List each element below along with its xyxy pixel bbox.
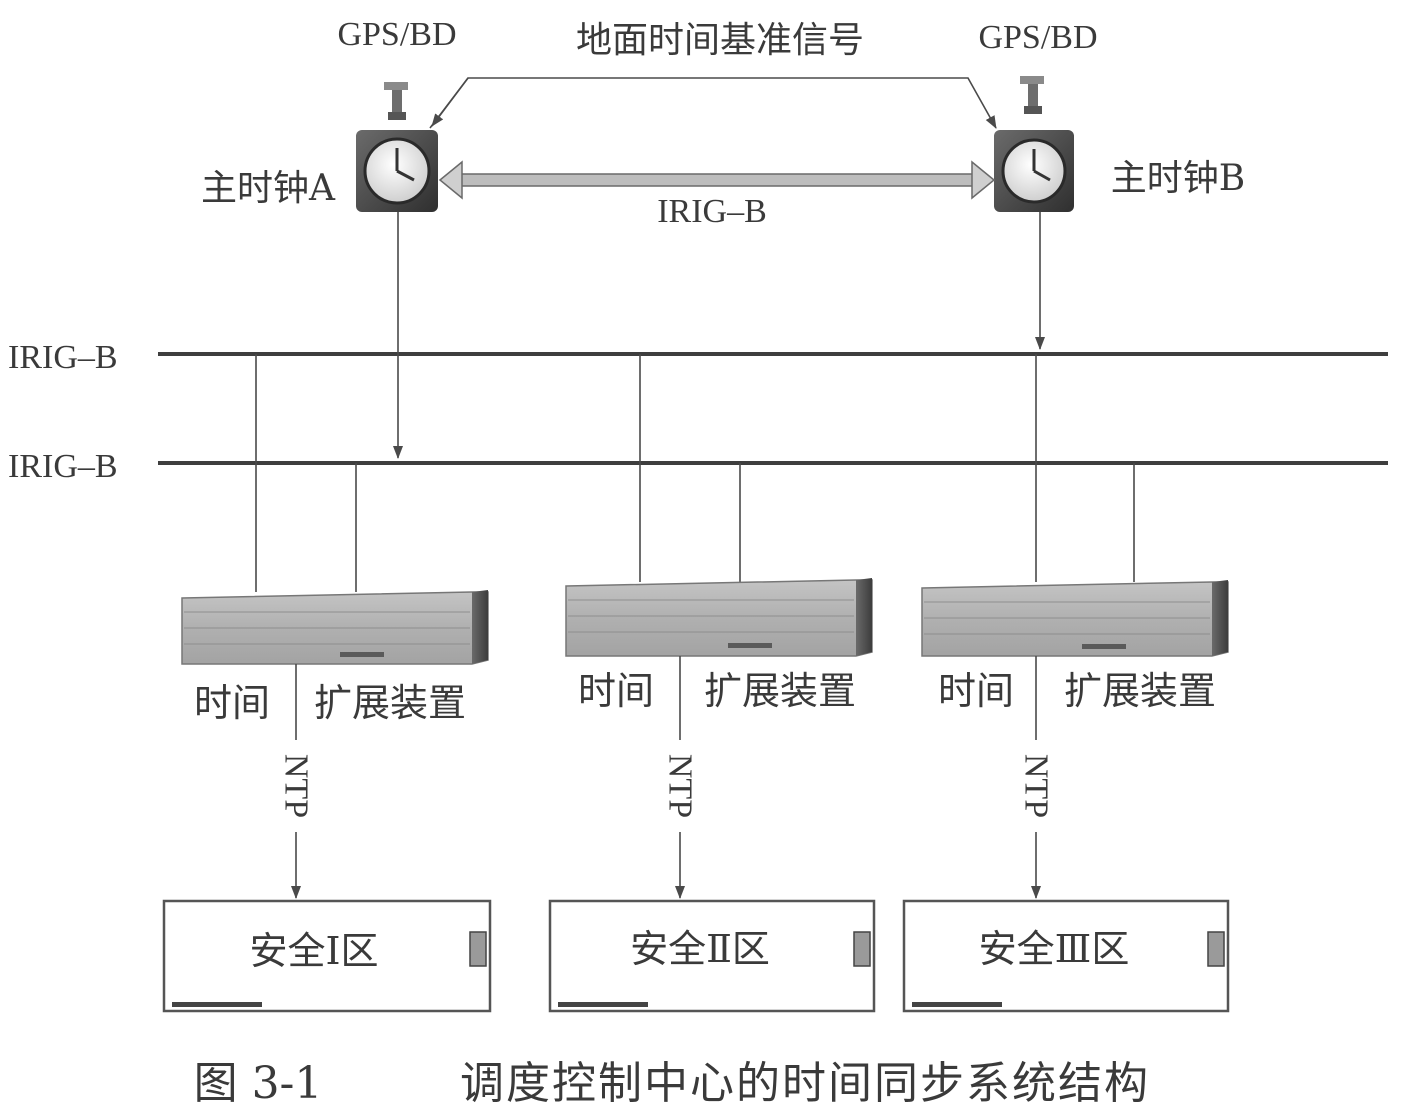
device-2-label-time: 时间 — [578, 669, 654, 713]
security-zone-3-label: 安全Ⅲ区 — [979, 927, 1130, 971]
time-expansion-device-3 — [922, 580, 1228, 656]
master-clock-a-label: 主时钟A — [201, 168, 336, 209]
device-1-label-expansion: 扩展装置 — [314, 681, 466, 725]
time-expansion-device-1 — [182, 590, 488, 664]
ground-time-signal-label: 地面时间基准信号 — [576, 20, 864, 61]
ntp-label-3: NTP — [1018, 754, 1055, 818]
ground-signal-line-left — [432, 78, 468, 126]
ground-signal-line-right — [430, 78, 996, 128]
ntp-label-2: NTP — [662, 754, 699, 818]
master-clock-b-label: 主时钟B — [1111, 158, 1245, 199]
master-clock-b-icon — [994, 130, 1074, 212]
time-expansion-device-2 — [566, 578, 872, 656]
master-clock-a-icon — [356, 130, 438, 212]
irig-b-link-label: IRIG–B — [657, 193, 767, 230]
security-zone-2-label: 安全Ⅱ区 — [630, 927, 770, 971]
security-zone-1-label: 安全Ⅰ区 — [249, 929, 378, 973]
ntp-label-1: NTP — [278, 754, 315, 818]
irig-b-bus-1-label: IRIG–B — [8, 339, 118, 376]
gps-label-right: GPS/BD — [978, 19, 1097, 56]
gps-label-left: GPS/BD — [337, 16, 456, 53]
antenna-icon-left — [384, 82, 408, 120]
figure-title: 调度控制中心的时间同步系统结构 — [460, 1058, 1150, 1109]
antenna-icon-right — [1020, 76, 1044, 114]
device-3-label-time: 时间 — [938, 669, 1014, 713]
figure-number: 图 3-1 — [194, 1058, 323, 1109]
device-2-label-expansion: 扩展装置 — [704, 669, 856, 713]
device-3-label-expansion: 扩展装置 — [1064, 669, 1216, 713]
irig-b-bus-2-label: IRIG–B — [8, 448, 118, 485]
device-1-label-time: 时间 — [194, 681, 270, 725]
